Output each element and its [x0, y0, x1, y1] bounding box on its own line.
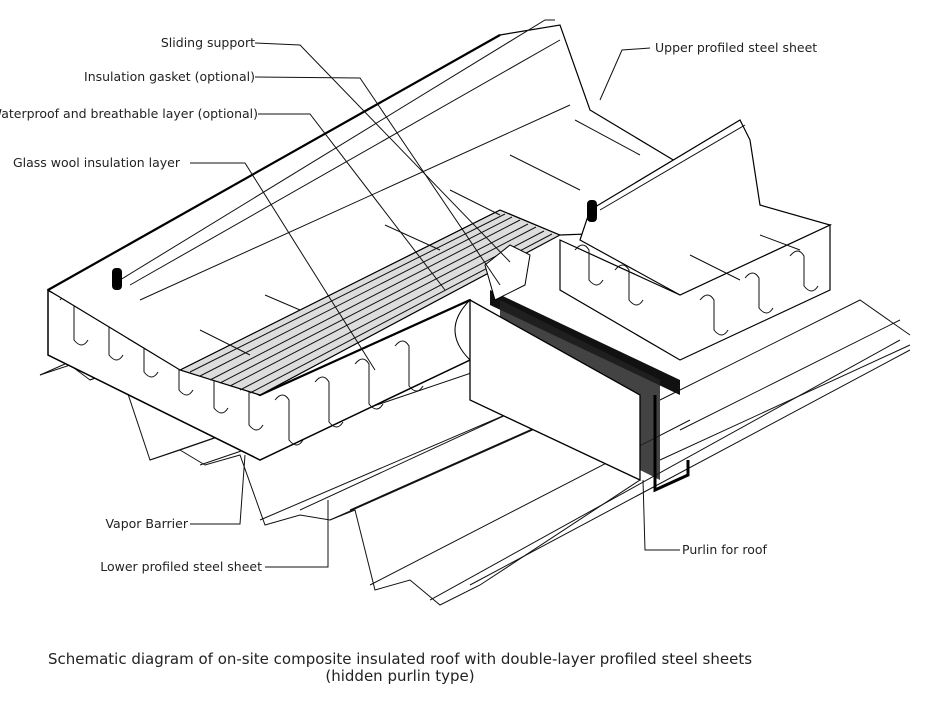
- leader-lines: [190, 42, 680, 568]
- label-sliding-support: Sliding support: [161, 35, 255, 50]
- upper-sheet-right: [559, 119, 832, 361]
- label-glass-wool: Glass wool insulation layer: [13, 155, 181, 170]
- label-vapor-barrier: Vapor Barrier: [105, 516, 188, 531]
- label-upper-sheet: Upper profiled steel sheet: [655, 40, 817, 55]
- label-lower-sheet: Lower profiled steel sheet: [100, 559, 262, 574]
- purlin: [454, 244, 690, 493]
- label-purlin: Purlin for roof: [682, 542, 768, 557]
- label-waterproof-layer: Waterproof and breathable layer (optiona…: [0, 106, 258, 121]
- label-insulation-gasket: Insulation gasket (optional): [84, 69, 255, 84]
- diagram-caption: Schematic diagram of on-site composite i…: [47, 650, 753, 685]
